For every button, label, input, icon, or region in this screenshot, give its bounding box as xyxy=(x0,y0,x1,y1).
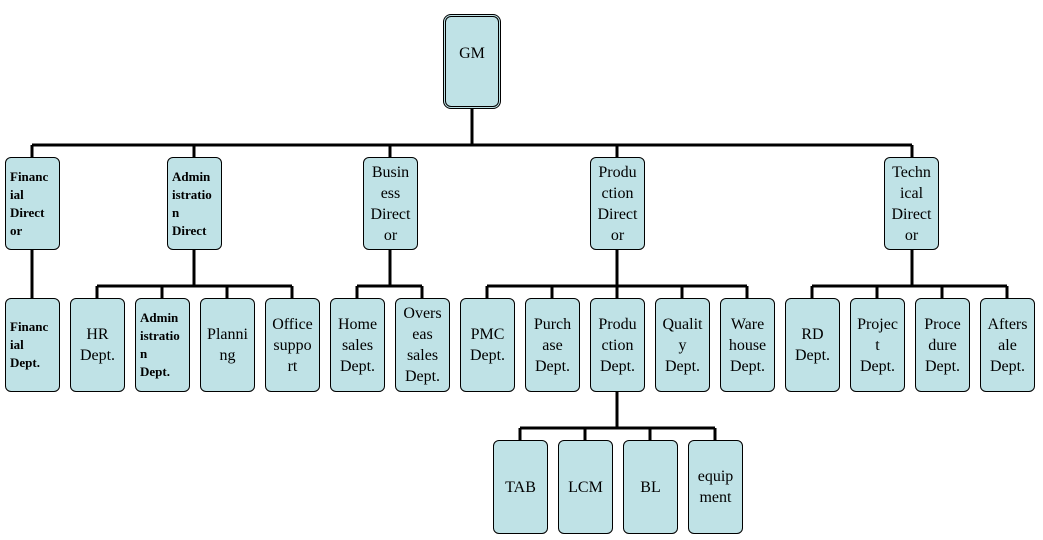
procedure-dept-box: Proce dure Dept. xyxy=(915,298,970,392)
administration-director-box: Admin istratio n Direct xyxy=(167,157,222,250)
production-director-box: Produ ction Direct or xyxy=(590,157,645,250)
technical-director-box: Techn ical Direct or xyxy=(884,157,939,250)
bl-box: BL xyxy=(623,440,678,534)
warehouse-dept-box: Ware house Dept. xyxy=(720,298,775,392)
administration-dept-box: Admin istratio n Dept. xyxy=(135,298,190,392)
financial-director-box: Financ ial Direct or xyxy=(5,157,60,250)
home-sales-dept-box: Home sales Dept. xyxy=(330,298,385,392)
aftersale-dept-box: Afters ale Dept. xyxy=(980,298,1035,392)
production-dept-box: Produ ction Dept. xyxy=(590,298,645,392)
office-support-box: Office suppo rt xyxy=(265,298,320,392)
gm-box: GM xyxy=(443,14,501,109)
purchase-dept-box: Purch ase Dept. xyxy=(525,298,580,392)
lcm-box: LCM xyxy=(558,440,613,534)
overseas-sales-dept-box: Overs eas sales Dept. xyxy=(395,298,450,392)
pmc-dept-box: PMC Dept. xyxy=(460,298,515,392)
planning-box: Planni ng xyxy=(200,298,255,392)
business-director-box: Busin ess Direct or xyxy=(363,157,418,250)
hr-dept-box: HR Dept. xyxy=(70,298,125,392)
financial-dept-box: Financ ial Dept. xyxy=(5,298,60,392)
rd-dept-box: RD Dept. xyxy=(785,298,840,392)
tab-box: TAB xyxy=(493,440,548,534)
equipment-box: equip ment xyxy=(688,440,743,534)
quality-dept-box: Qualit y Dept. xyxy=(655,298,710,392)
project-dept-box: Projec t Dept. xyxy=(850,298,905,392)
